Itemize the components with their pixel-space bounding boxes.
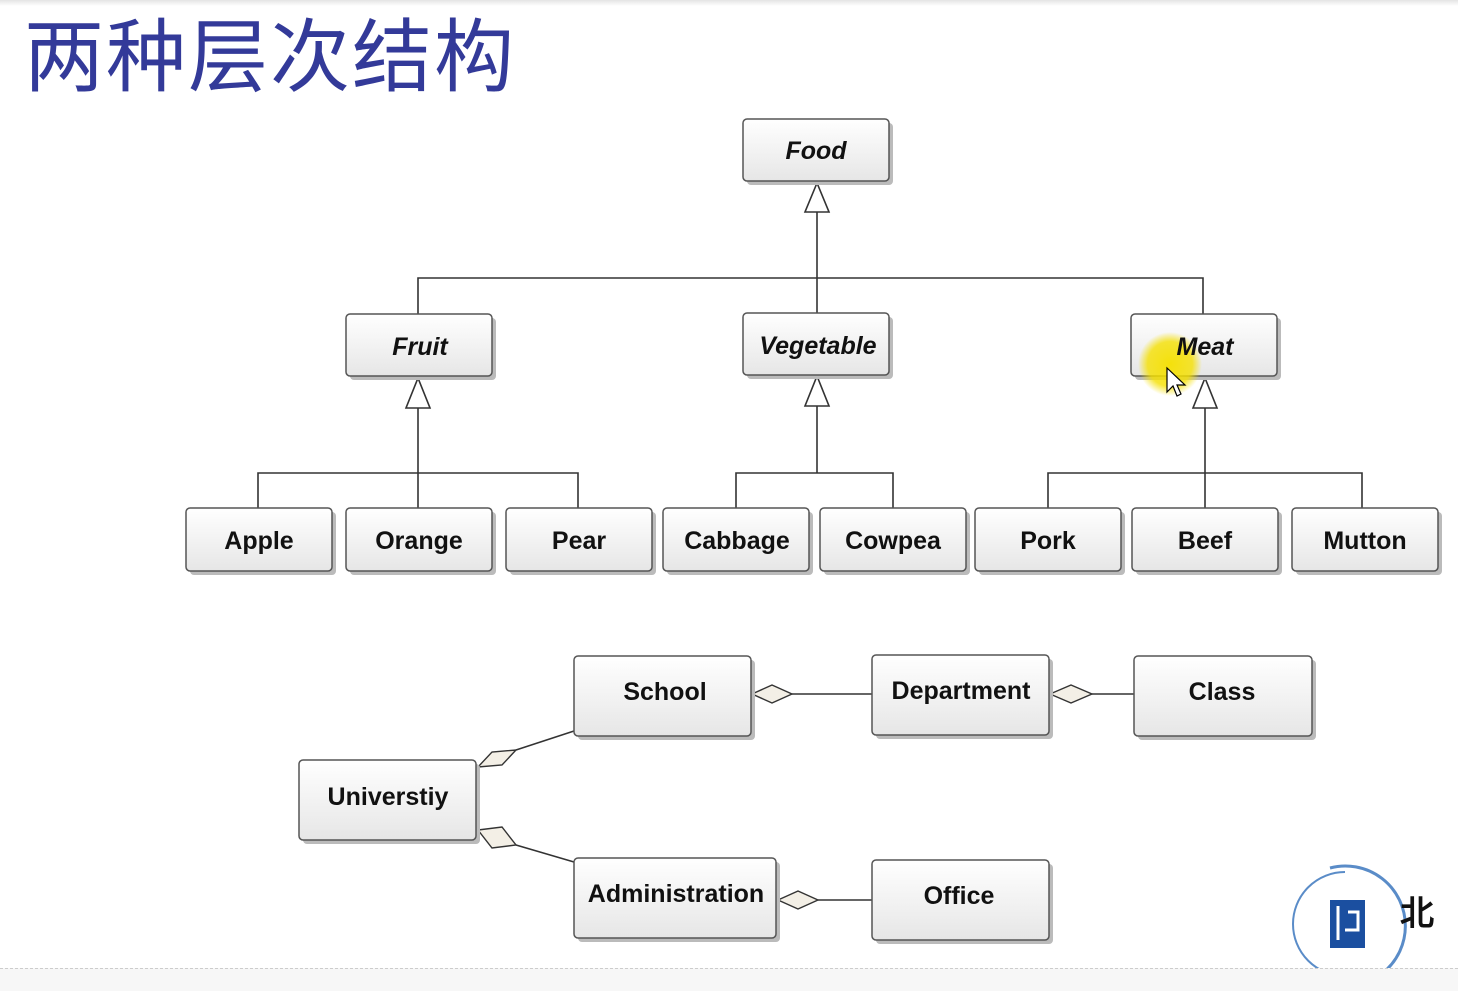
slide-bottom-bar: [0, 968, 1458, 991]
class-mutton: Mutton: [1291, 507, 1442, 575]
svg-text:Universtiy: Universtiy: [328, 783, 449, 811]
svg-text:Administration: Administration: [588, 880, 764, 908]
slide-top-bar: [0, 0, 1458, 6]
mouse-cursor-icon: [1166, 366, 1187, 397]
class-class: Class: [1133, 655, 1316, 740]
class-beef: Beef: [1131, 507, 1282, 575]
cursor-highlight: [1138, 332, 1202, 396]
inheritance-arrow: [404, 375, 432, 409]
inheritance-arrow: [1191, 375, 1219, 409]
class-department: Department: [871, 654, 1053, 739]
class-cabbage: Cabbage: [662, 507, 813, 575]
class-food: Food: [742, 118, 893, 185]
aggregation-diamond: [476, 749, 518, 768]
svg-text:Class: Class: [1189, 678, 1256, 706]
class-orange: Orange: [345, 507, 496, 575]
svg-text:Fruit: Fruit: [392, 333, 449, 361]
class-apple: Apple: [185, 507, 336, 575]
class-school: School: [573, 655, 755, 740]
svg-text:Office: Office: [924, 882, 995, 910]
svg-text:Mutton: Mutton: [1323, 527, 1406, 555]
class-office: Office: [871, 859, 1053, 944]
class-administration: Administration: [573, 857, 780, 942]
svg-text:Pork: Pork: [1020, 527, 1076, 555]
svg-text:Pear: Pear: [552, 527, 606, 555]
aggregation-diamond: [750, 684, 794, 704]
class-meat: Meat: [1130, 313, 1281, 396]
aggregation-diamond: [776, 890, 820, 910]
svg-text:Vegetable: Vegetable: [759, 332, 876, 360]
svg-text:Orange: Orange: [375, 527, 463, 555]
aggregation-diamond: [476, 826, 518, 849]
svg-text:Cowpea: Cowpea: [845, 527, 942, 555]
class-pork: Pork: [974, 507, 1125, 575]
svg-text:Department: Department: [892, 677, 1032, 705]
slide-title: 两种层次结构: [24, 11, 516, 104]
svg-text:Food: Food: [785, 137, 847, 165]
svg-text:北: 北: [1400, 894, 1434, 934]
aggregation-diamond: [1048, 684, 1094, 704]
inheritance-arrow: [803, 373, 831, 407]
svg-text:School: School: [623, 678, 706, 706]
class-vegetable: Vegetable: [742, 312, 893, 379]
inheritance-arrow: [803, 180, 831, 213]
class-university: Universtiy: [298, 759, 480, 844]
class-pear: Pear: [505, 507, 656, 575]
generalization-connectors: [257, 180, 1363, 508]
class-cowpea: Cowpea: [819, 507, 970, 575]
university-logo: 北: [1292, 864, 1434, 988]
class-fruit: Fruit: [345, 313, 496, 380]
svg-text:Apple: Apple: [224, 527, 294, 555]
svg-text:Cabbage: Cabbage: [684, 527, 790, 555]
aggregation-connectors: [476, 684, 1134, 910]
svg-text:Meat: Meat: [1177, 333, 1236, 361]
svg-text:Beef: Beef: [1178, 527, 1233, 555]
